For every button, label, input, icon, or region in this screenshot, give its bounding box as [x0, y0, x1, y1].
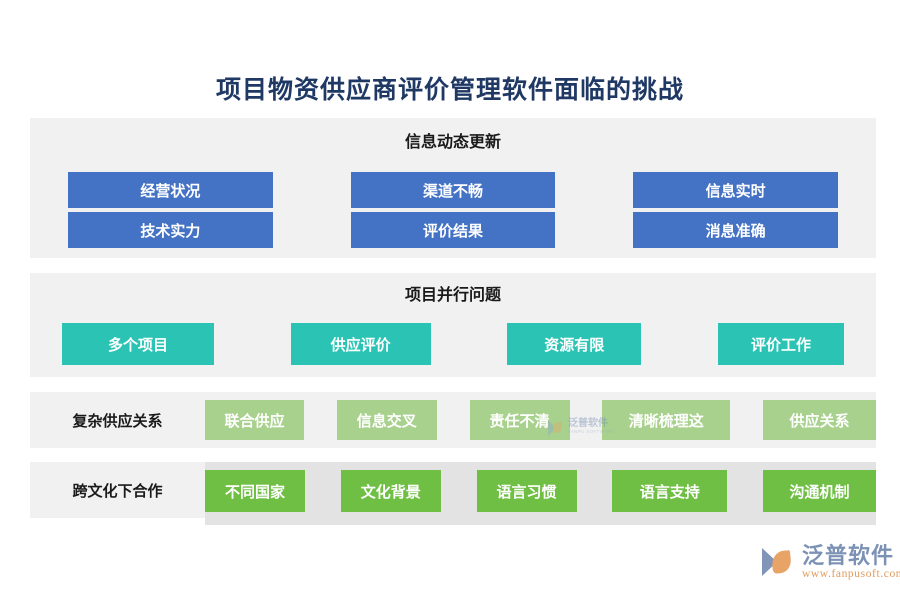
section-heading-parallel-projects: 项目并行问题 — [404, 287, 501, 304]
section-info-dynamic-update: 信息动态更新 经营状况 渠道不畅 信息实时 技术实力 评价结果 消息准确 — [30, 118, 876, 258]
item-box[interactable]: 语言支持 — [612, 470, 728, 512]
item-box[interactable]: 资源有限 — [507, 323, 642, 365]
item-box[interactable]: 渠道不畅 — [350, 172, 556, 208]
item-box[interactable]: 供应评价 — [290, 323, 431, 365]
brand-logo: 泛普软件 www.fanpusoft.com — [762, 544, 900, 581]
item-box[interactable]: 语言习惯 — [476, 470, 577, 512]
section-items-cross-culture-cooperation: 不同国家 文化背景 语言习惯 语言支持 沟通机制 — [205, 470, 876, 512]
item-box[interactable]: 责任不清 — [469, 400, 570, 440]
section-items-info-dynamic-update: 经营状况 渠道不畅 信息实时 技术实力 评价结果 消息准确 — [68, 172, 838, 248]
item-box[interactable]: 文化背景 — [340, 470, 441, 512]
section-heading-info-dynamic-update: 信息动态更新 — [404, 134, 501, 151]
section-heading-cross-culture-cooperation: 跨文化下合作 — [30, 462, 205, 518]
item-box[interactable]: 信息实时 — [633, 172, 838, 208]
item-box[interactable]: 清晰梳理这 — [602, 400, 731, 440]
item-box[interactable]: 技术实力 — [68, 212, 273, 248]
fanpu-logo-icon — [762, 545, 796, 579]
item-box[interactable]: 评价工作 — [717, 323, 844, 365]
brand-url: www.fanpusoft.com — [802, 568, 900, 581]
item-box[interactable]: 经营状况 — [68, 172, 273, 208]
item-box[interactable]: 联合供应 — [205, 400, 304, 440]
brand-name: 泛普软件 — [802, 543, 895, 568]
item-box[interactable]: 沟通机制 — [763, 470, 876, 512]
section-parallel-projects: 项目并行问题 多个项目 供应评价 资源有限 评价工作 — [30, 273, 876, 377]
item-box[interactable]: 多个项目 — [62, 323, 214, 365]
section-cross-culture-cooperation: 跨文化下合作 不同国家 文化背景 语言习惯 语言支持 沟通机制 — [30, 462, 876, 525]
item-box[interactable]: 不同国家 — [205, 470, 305, 512]
item-box[interactable]: 评价结果 — [350, 212, 556, 248]
section-complex-supply-relations: 复杂供应关系 联合供应 信息交叉 责任不清 清晰梳理这 供应关系 — [30, 392, 876, 448]
item-box[interactable]: 信息交叉 — [336, 400, 437, 440]
section-items-complex-supply-relations: 联合供应 信息交叉 责任不清 清晰梳理这 供应关系 — [205, 400, 876, 440]
section-items-parallel-projects: 多个项目 供应评价 资源有限 评价工作 — [62, 323, 844, 365]
item-box[interactable]: 供应关系 — [763, 400, 876, 440]
item-box[interactable]: 消息准确 — [633, 212, 838, 248]
section-heading-complex-supply-relations: 复杂供应关系 — [30, 392, 205, 448]
page-title: 项目物资供应商评价管理软件面临的挑战 — [215, 76, 684, 104]
